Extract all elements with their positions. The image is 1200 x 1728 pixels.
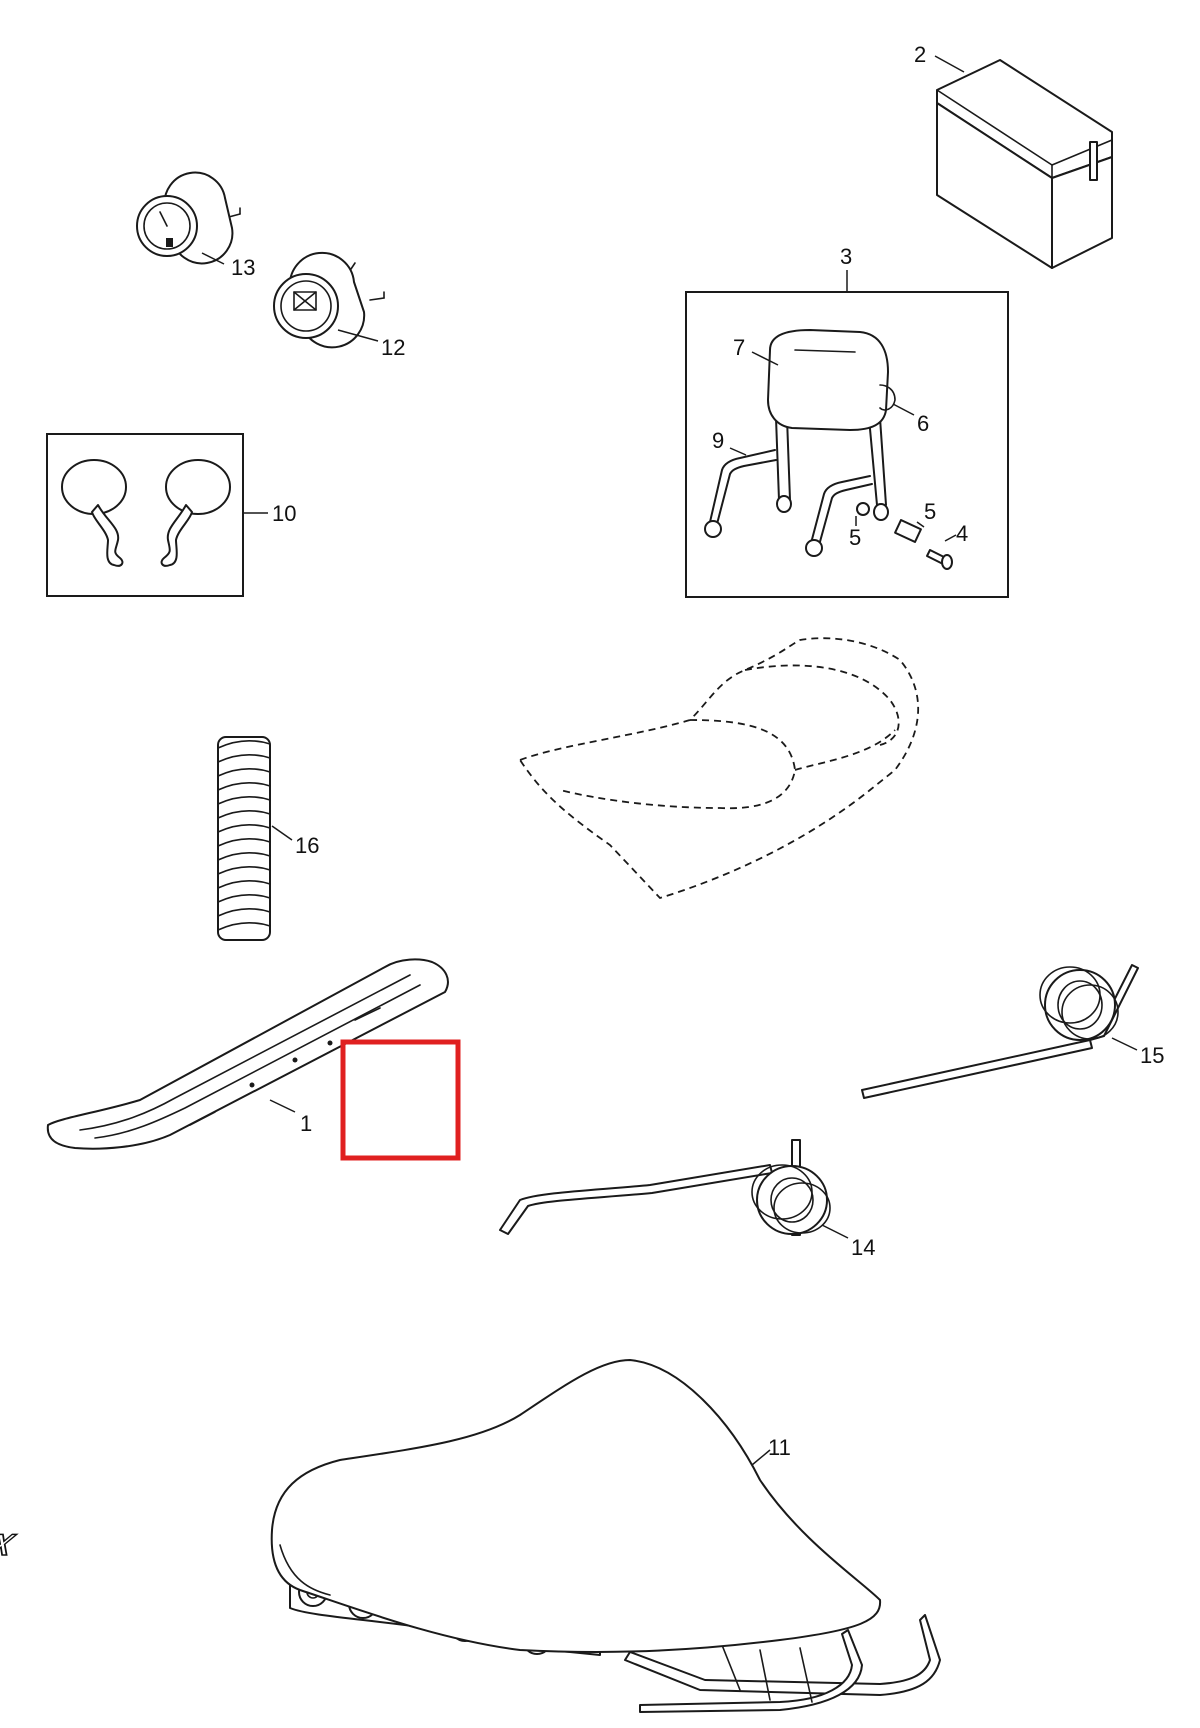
- callout-7: 7: [733, 335, 745, 360]
- part-ski: 1: [46, 958, 449, 1150]
- callout-9: 9: [712, 428, 724, 453]
- callout-14: 14: [851, 1235, 875, 1260]
- part-torsion-spring-right: 15: [861, 964, 1164, 1099]
- callout-5a: 5: [849, 525, 861, 550]
- highlight-box: [340, 1039, 461, 1161]
- callout-12: 12: [381, 335, 405, 360]
- callout-3: 3: [840, 244, 852, 269]
- callout-11: 11: [768, 1435, 791, 1460]
- callout-6: 6: [917, 411, 929, 436]
- reference-seat-outline: [518, 637, 920, 900]
- callout-15: 15: [1140, 1043, 1164, 1068]
- part-snowmobile-cover: LYNX 11: [0, 1359, 941, 1713]
- callout-1: 1: [300, 1111, 312, 1136]
- callout-5b: 5: [924, 499, 936, 524]
- callout-4: 4: [956, 521, 968, 546]
- part-coil-spring: 16: [217, 736, 319, 941]
- part-speedometer: 12: [273, 251, 405, 360]
- callout-2: 2: [914, 42, 926, 67]
- lynx-logo: LYNX: [0, 1528, 20, 1562]
- part-storage-box: 2: [914, 42, 1113, 269]
- callout-13: 13: [231, 255, 255, 280]
- part-tachometer: 13: [136, 171, 255, 280]
- part-torsion-spring-center: 14: [499, 1139, 875, 1260]
- callout-10: 10: [272, 501, 296, 526]
- part-mirror-kit: 10: [46, 433, 296, 597]
- callout-16: 16: [295, 833, 319, 858]
- part-backrest-kit: 3 7 6 9 5 5 4: [685, 244, 1009, 598]
